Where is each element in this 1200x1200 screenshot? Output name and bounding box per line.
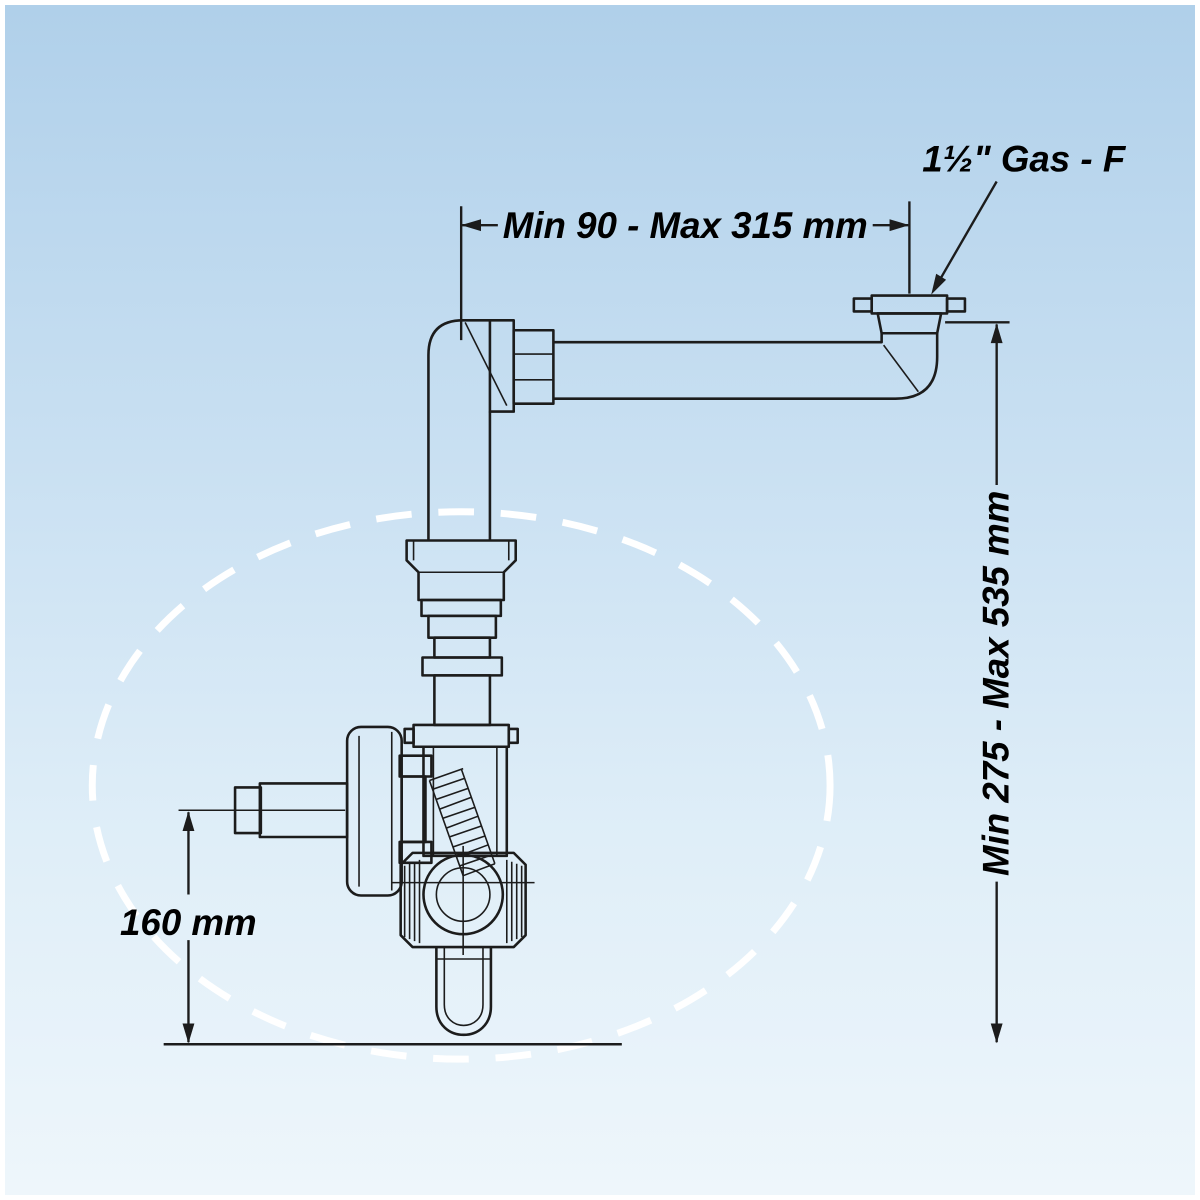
fitting-callout: 1½" Gas - F xyxy=(922,139,1127,295)
elbow-flange xyxy=(488,319,555,413)
tee-flange xyxy=(403,723,519,749)
siphon-drawing xyxy=(163,294,967,1046)
horizontal-pipe xyxy=(553,333,939,400)
corrugated-hose xyxy=(428,767,496,877)
leader-arrow-icon xyxy=(931,273,947,295)
arrow-right-icon xyxy=(889,219,910,232)
fitting-label: 1½" Gas - F xyxy=(922,139,1127,180)
dashed-clearance-circle xyxy=(88,508,834,1063)
dimension-right: Min 275 - Max 535 mm xyxy=(945,321,1017,1044)
technical-diagram: Min 90 - Max 315 mm Min 275 - Max 535 mm… xyxy=(88,139,1127,1063)
gas-fitting xyxy=(852,294,967,335)
coupling-rings xyxy=(420,598,504,727)
trap-chamber xyxy=(391,845,535,956)
arrow-left-icon xyxy=(461,219,481,232)
arrow-up-icon xyxy=(182,811,195,832)
inlet-pipe xyxy=(178,782,349,839)
dim-right-label: Min 275 - Max 535 mm xyxy=(976,491,1017,876)
dimension-top: Min 90 - Max 315 mm xyxy=(459,201,911,341)
vertical-pipe xyxy=(427,319,508,541)
arrow-up-icon xyxy=(990,323,1003,344)
dim-top-label: Min 90 - Max 315 mm xyxy=(503,205,868,246)
dim-left-label: 160 mm xyxy=(120,902,257,943)
dimension-left: 160 mm xyxy=(120,811,257,1044)
wall-flange-disc xyxy=(345,725,433,897)
outlet-cup xyxy=(435,947,493,1037)
leader-line xyxy=(937,180,998,284)
compression-nut xyxy=(405,539,517,602)
arrow-down-icon xyxy=(990,1023,1003,1044)
arrow-down-icon xyxy=(182,1023,195,1044)
